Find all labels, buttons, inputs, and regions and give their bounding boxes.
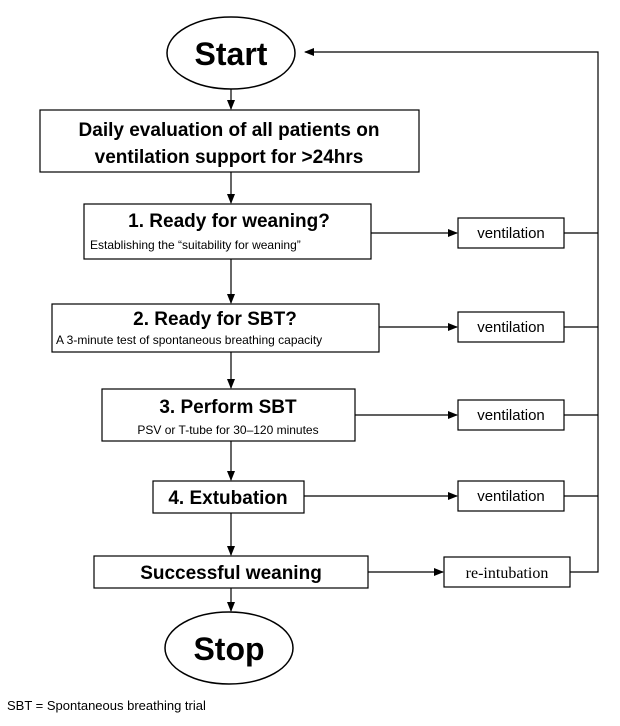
ventilation-box-2 — [457, 311, 565, 343]
step3-title: 3. Perform SBT — [159, 397, 297, 418]
ventilation-label-4: ventilation — [477, 488, 545, 505]
step1-box — [83, 203, 372, 260]
ventilation-label-3: ventilation — [477, 407, 545, 424]
return-feedback-line — [304, 48, 599, 573]
stop-label: Stop — [193, 631, 264, 667]
step1-title: 1. Ready for weaning? — [128, 211, 330, 232]
daily-evaluation-box — [39, 109, 420, 173]
step1-subtitle: Establishing the “suitability for weanin… — [90, 238, 301, 252]
ventilation-box-4 — [457, 480, 565, 512]
footnote: SBT = Spontaneous breathing trial — [7, 698, 206, 713]
daily-evaluation-line1: Daily evaluation of all patients on — [79, 120, 380, 141]
step2-title: 2. Ready for SBT? — [133, 309, 297, 330]
step3-box — [101, 388, 356, 442]
daily-evaluation-line2: ventilation support for >24hrs — [95, 147, 364, 168]
ventilation-box-3 — [457, 399, 565, 431]
start-label: Start — [195, 36, 268, 72]
step4-box — [152, 480, 305, 514]
stop-oval — [164, 611, 294, 685]
ventilation-label-1: ventilation — [477, 225, 545, 242]
reintubation-label: re-intubation — [466, 565, 549, 582]
ventilation-label-2: ventilation — [477, 319, 545, 336]
success-label: Successful weaning — [140, 563, 322, 584]
step2-subtitle: A 3-minute test of spontaneous breathing… — [56, 333, 322, 347]
step3-subtitle: PSV or T-tube for 30–120 minutes — [137, 423, 318, 437]
step2-box — [51, 303, 380, 353]
step4-title: 4. Extubation — [168, 488, 287, 509]
